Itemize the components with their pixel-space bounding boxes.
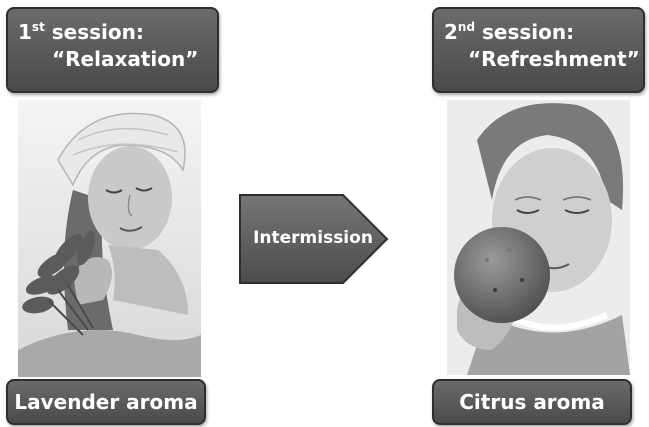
lavender-photo bbox=[18, 100, 201, 377]
woman-with-orange-illustration bbox=[447, 100, 630, 375]
session-2-name: “Refreshment” bbox=[468, 47, 640, 71]
session-1-title-box: 1st session: “Relaxation” bbox=[6, 7, 219, 93]
intermission-label: Intermission bbox=[238, 193, 388, 283]
session-2-heading: 2nd session: bbox=[444, 20, 574, 44]
lavender-aroma-label: Lavender aroma bbox=[6, 379, 206, 425]
woman-with-lavender-illustration bbox=[18, 100, 201, 377]
citrus-aroma-label: Citrus aroma bbox=[432, 379, 632, 425]
session-1-heading: 1st session: bbox=[18, 20, 144, 44]
session-2-title-box: 2nd session: “Refreshment” bbox=[432, 7, 645, 93]
session-1-name: “Relaxation” bbox=[52, 47, 198, 71]
citrus-photo bbox=[447, 100, 630, 375]
